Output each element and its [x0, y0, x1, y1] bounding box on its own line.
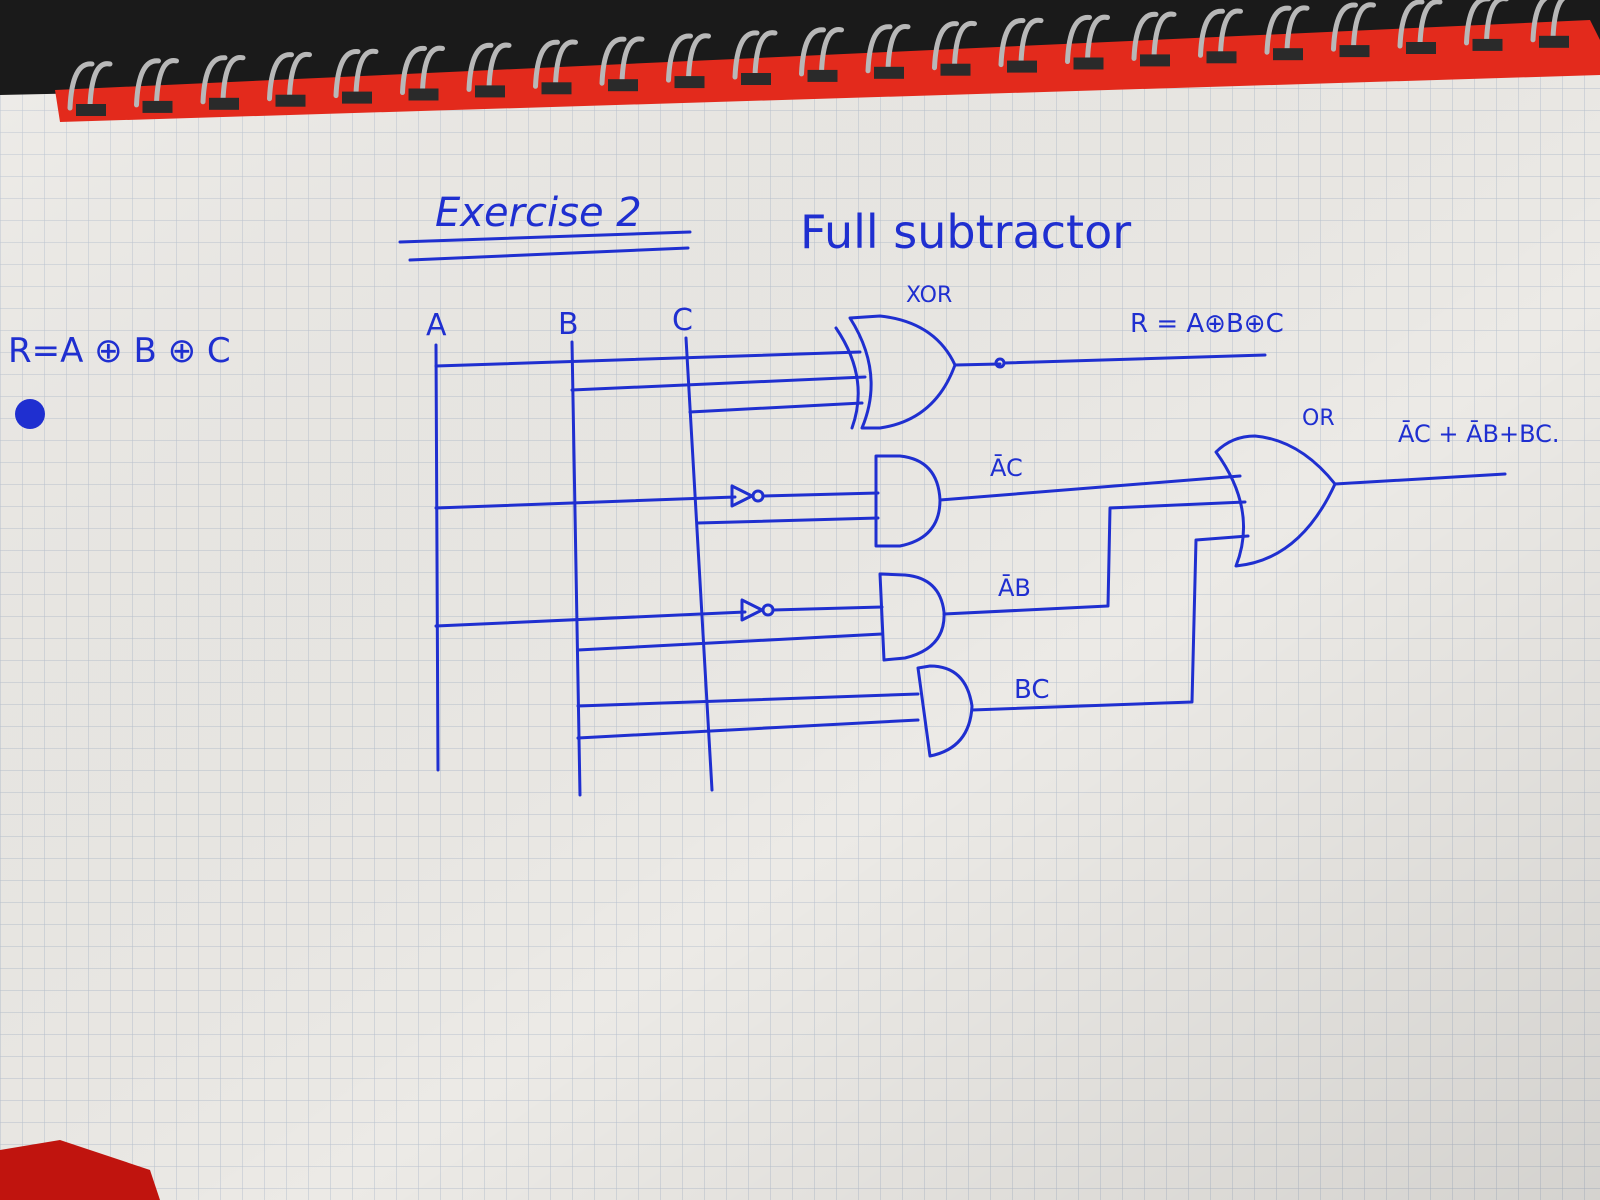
- spiral-ring: [1065, 14, 1110, 64]
- ring-hole: [608, 79, 638, 92]
- spiral-ring: [799, 27, 844, 77]
- spiral-ring: [67, 61, 113, 111]
- ring-hole: [1406, 42, 1436, 54]
- output-r-label: R = A⊕B⊕C: [1130, 309, 1284, 339]
- spiral-ring: [333, 48, 379, 99]
- term-ac-label: ĀC: [990, 453, 1023, 482]
- side-formula: R=A ⊕ B ⊕ C: [8, 331, 231, 371]
- ring-hole: [940, 63, 971, 76]
- and-gate-bc: BC: [576, 534, 1250, 758]
- output-borrow-label: ĀC + ĀB+BC.: [1398, 419, 1560, 448]
- spiral-ring: [732, 30, 778, 80]
- paper-sheet: [0, 60, 1600, 1200]
- spiral-ring: [1397, 0, 1443, 49]
- ring-hole: [142, 100, 173, 113]
- and-gate-ab: ĀB: [434, 500, 1247, 662]
- exercise-title: Exercise 2: [435, 190, 642, 236]
- spiral-ring: [134, 58, 179, 108]
- spiral-ring: [1198, 8, 1243, 58]
- title-block: Exercise 2 Full subtractor: [398, 190, 1131, 262]
- spiral-ring: [267, 51, 312, 102]
- ring-hole: [1539, 35, 1569, 48]
- spiral-ring: [1131, 11, 1177, 61]
- ring-hole: [874, 66, 904, 79]
- and-gate-ac: ĀC: [434, 453, 1242, 548]
- spiral-ring: [533, 39, 578, 89]
- spiral-ring: [865, 24, 911, 74]
- ring-hole: [1206, 51, 1237, 64]
- ink-scribble-icon: [15, 399, 45, 429]
- ring-hole: [674, 76, 705, 89]
- ring-hole: [541, 82, 572, 95]
- input-label-b: B: [558, 307, 579, 342]
- spiral-ring: [1264, 5, 1310, 55]
- term-ab-label: ĀB: [998, 573, 1031, 602]
- ring-hole: [275, 94, 306, 107]
- ring-hole: [1472, 38, 1503, 51]
- xor-gate-label: XOR: [906, 283, 952, 308]
- term-bc-label: BC: [1014, 675, 1050, 705]
- ring-hole: [741, 73, 771, 85]
- ring-hole: [1073, 57, 1104, 70]
- spiral-ring: [1464, 0, 1509, 46]
- ring-hole: [1339, 45, 1370, 58]
- or-gate-label: OR: [1302, 406, 1335, 431]
- spiral-ring: [1530, 0, 1566, 43]
- ring-hole: [408, 88, 439, 101]
- input-label-a: A: [426, 308, 447, 343]
- ring-hole: [1007, 60, 1037, 73]
- spiral-binding: [67, 0, 1569, 116]
- bus-line-b: [570, 340, 582, 797]
- ring-hole: [1140, 54, 1170, 67]
- xor-gate: XOR R = A⊕B⊕C: [434, 283, 1284, 430]
- input-label-c: C: [672, 303, 693, 338]
- bus-line-a: [434, 343, 440, 772]
- side-formula-block: R=A ⊕ B ⊕ C: [8, 331, 231, 429]
- spiral-ring: [998, 17, 1044, 68]
- spiral-ring: [599, 36, 645, 86]
- ring-hole: [807, 69, 838, 82]
- subtitle: Full subtractor: [800, 205, 1131, 259]
- spiral-ring: [1331, 2, 1376, 52]
- ring-hole: [1273, 48, 1303, 61]
- spiral-ring: [466, 42, 512, 92]
- spiral-ring: [400, 45, 445, 95]
- spiral-ring: [666, 33, 711, 83]
- ring-hole: [209, 97, 239, 110]
- ring-hole: [475, 85, 505, 98]
- or-gate: OR ĀC + ĀB+BC.: [1214, 406, 1560, 568]
- ring-hole: [76, 104, 106, 116]
- spiral-ring: [932, 20, 977, 71]
- ring-hole: [342, 91, 372, 104]
- spiral-ring: [200, 55, 246, 105]
